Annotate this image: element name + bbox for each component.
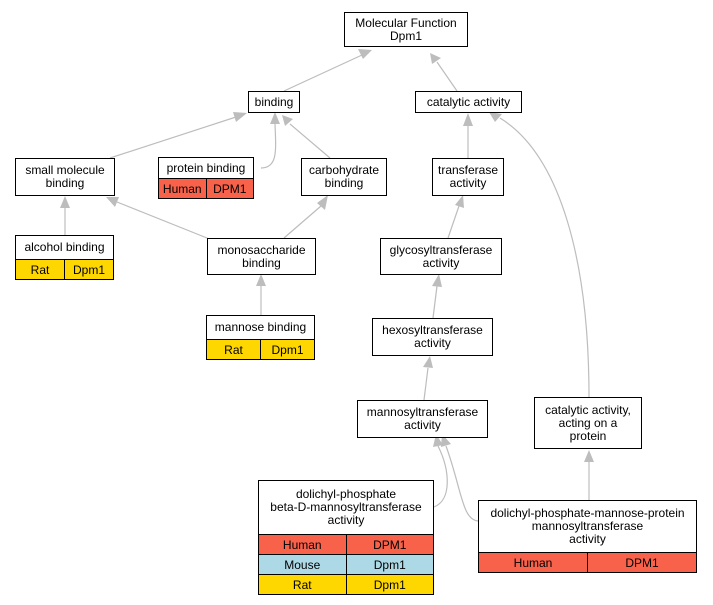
edge-dolichylmp-to-manno [445, 445, 480, 522]
node-label: alcohol binding [24, 240, 105, 254]
arrowhead [317, 195, 328, 210]
arrowhead [270, 112, 280, 124]
annotation-row-human: Human DPM1 [259, 534, 433, 554]
arrowhead [256, 274, 266, 286]
node-label: small molecule binding [25, 163, 105, 190]
arrowhead [584, 450, 594, 462]
edge-monosacch-to-smallmol [116, 201, 213, 241]
species-label: Human [282, 537, 322, 552]
edge-catalytic-to-mf [436, 61, 458, 92]
node-carbohydrate-binding[interactable]: carbohydrate binding [301, 158, 387, 196]
node-glycosyltransferase-activity[interactable]: glycosyltransferase activity [380, 238, 502, 275]
edge-monosacch-to-carb [283, 205, 322, 239]
arrowhead [60, 196, 70, 208]
node-monosaccharide-binding[interactable]: monosaccharide binding [207, 238, 316, 275]
node-catalytic-activity[interactable]: catalytic activity [415, 91, 522, 113]
annotation-row-mouse: Mouse Dpm1 [259, 554, 433, 574]
node-hexosyltransferase-activity[interactable]: hexosyltransferase activity [372, 318, 493, 356]
node-mannose-binding[interactable]: mannose binding Rat Dpm1 [206, 315, 315, 360]
gene-label: Dpm1 [345, 555, 434, 574]
edge-protein-to-binding [260, 123, 277, 169]
edge-smallmol-to-binding [109, 116, 237, 159]
node-label: dolichyl-phosphate-mannose-protein manno… [490, 506, 685, 546]
edge-manno-to-hexo [423, 367, 429, 401]
edge-onprotein-to-catalytic [499, 117, 590, 398]
edge-dolichylbeta-to-manno [433, 445, 448, 508]
node-binding[interactable]: binding [248, 91, 300, 113]
species-label: Rat [30, 262, 50, 277]
node-alcohol-binding[interactable]: alcohol binding Rat Dpm1 [15, 235, 114, 280]
gene-label: Dpm1 [260, 340, 314, 359]
species-label: Rat [224, 342, 243, 357]
node-label: monosaccharide binding [217, 242, 306, 270]
node-protein-binding[interactable]: protein binding Human DPM1 [158, 157, 254, 199]
node-label: catalytic activity [426, 94, 511, 109]
arrowhead [432, 274, 442, 287]
arrowhead [106, 197, 119, 207]
gene-label: DPM1 [205, 179, 254, 198]
species-label: Mouse [284, 557, 321, 572]
species-label: Rat [292, 577, 312, 592]
annotation-row-rat: Rat Dpm1 [259, 574, 433, 594]
arrowhead [423, 356, 433, 368]
species-label: Human [162, 181, 202, 196]
node-mannosyltransferase-activity[interactable]: mannosyltransferase activity [357, 400, 488, 438]
node-transferase-activity[interactable]: transferase activity [432, 158, 504, 196]
node-label: glycosyltransferase activity [389, 242, 493, 270]
species-label: Human [513, 555, 553, 570]
node-dolichyl-phosphate-mannose-protein-mannosyltransferase[interactable]: dolichyl-phosphate-mannose-protein manno… [478, 500, 697, 573]
arrowhead [489, 112, 502, 122]
node-molecular-function[interactable]: Molecular Function Dpm1 [344, 12, 468, 47]
edge-hexo-to-glyco [432, 285, 438, 319]
edge-glyco-to-transferase [447, 205, 460, 239]
node-label: binding [254, 94, 294, 109]
node-label: protein binding [166, 160, 246, 175]
arrowhead [282, 115, 293, 126]
gene-label: Dpm1 [345, 575, 434, 594]
annotation-row-rat: Rat Dpm1 [207, 339, 314, 359]
node-label: catalytic activity, acting on a protein [545, 402, 631, 443]
arrowhead [233, 112, 247, 122]
arrowhead [463, 113, 473, 126]
arrowhead [358, 49, 372, 59]
node-label: mannosyltransferase activity [366, 405, 479, 432]
edge-binding-to-mf [283, 54, 363, 92]
gene-label: DPM1 [587, 553, 696, 572]
gene-label: DPM1 [345, 535, 434, 554]
annotation-row-human: Human DPM1 [479, 552, 696, 572]
node-label: Molecular Function Dpm1 [355, 15, 457, 43]
edge-carb-to-binding [289, 123, 331, 159]
node-small-molecule-binding[interactable]: small molecule binding [15, 158, 115, 196]
node-label: mannose binding [214, 320, 307, 334]
node-catalytic-activity-acting-on-protein[interactable]: catalytic activity, acting on a protein [534, 397, 642, 449]
node-label: transferase activity [437, 163, 499, 190]
arrowhead [455, 195, 464, 208]
node-label: hexosyltransferase activity [382, 323, 483, 350]
annotation-row-rat: Rat Dpm1 [16, 259, 113, 279]
node-label: dolichyl-phosphate beta-D-mannosyltransf… [270, 487, 422, 527]
gene-label: Dpm1 [64, 260, 113, 279]
annotation-row-human: Human DPM1 [159, 178, 253, 198]
arrowhead [430, 53, 441, 64]
node-label: carbohydrate binding [308, 163, 380, 190]
node-dolichyl-phosphate-beta-d-mannosyltransferase[interactable]: dolichyl-phosphate beta-D-mannosyltransf… [258, 480, 434, 595]
